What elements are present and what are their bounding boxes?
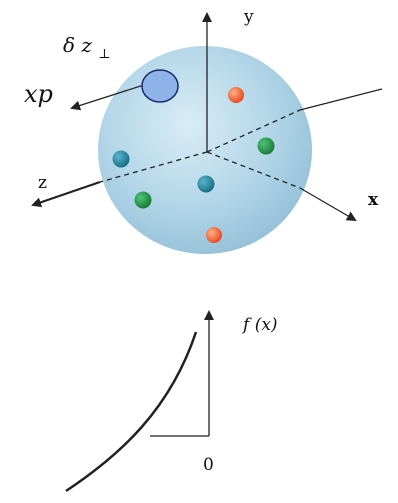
fx-y-label: f (x) bbox=[241, 315, 278, 335]
particle-red bbox=[206, 227, 222, 243]
particle-blue bbox=[198, 176, 215, 193]
y-axis-label: y bbox=[243, 7, 254, 27]
particle-green bbox=[135, 192, 152, 209]
fx-origin-label: 0 bbox=[203, 455, 214, 475]
fx-graph: f (x) 0 bbox=[66, 312, 278, 491]
z-axis-label: z bbox=[38, 173, 47, 193]
particle-green bbox=[258, 138, 275, 155]
x-axis-label: x bbox=[368, 190, 379, 210]
fx-curve bbox=[66, 332, 196, 491]
particle-red bbox=[228, 87, 244, 103]
ellipsoid-diagram: y x z xp δ z ⊥ bbox=[24, 7, 382, 254]
volume-element-label-base: δ z bbox=[63, 33, 92, 57]
x-axis-line bbox=[300, 188, 355, 220]
volume-element-label: δ z ⊥ bbox=[63, 33, 111, 62]
upper-right-axis-line bbox=[300, 89, 382, 110]
particle-blue bbox=[113, 151, 130, 168]
volume-element bbox=[142, 70, 178, 102]
xp-label: xp bbox=[24, 80, 53, 108]
ellipsoid-body bbox=[98, 46, 312, 254]
volume-element-label-subscript: ⊥ bbox=[98, 47, 110, 62]
